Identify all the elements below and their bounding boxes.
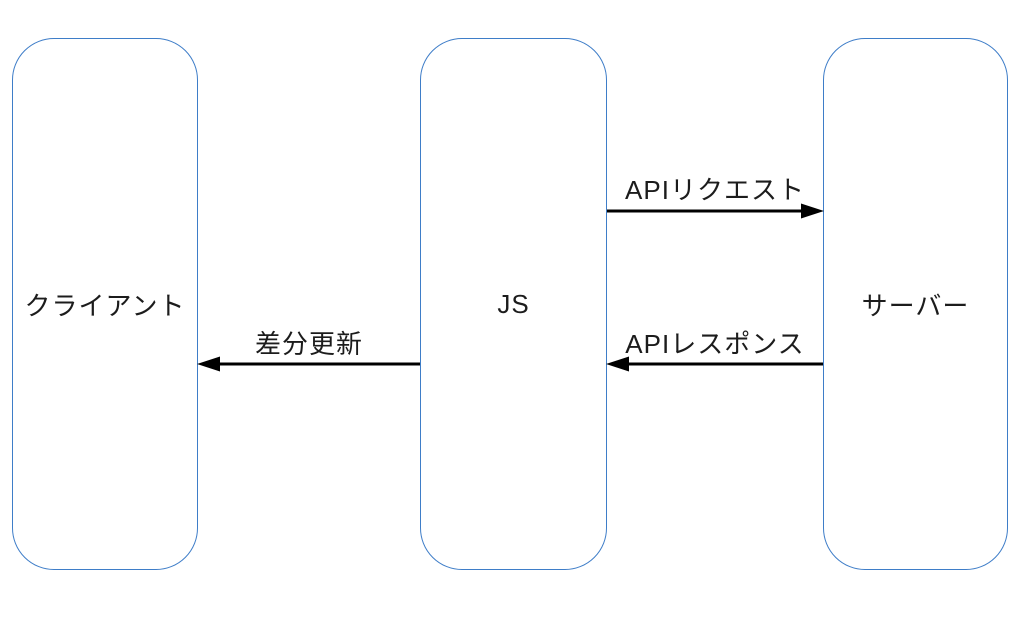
edge-label-api-request: APIリクエスト [625,175,805,205]
edge-label-diff-update: 差分更新 [254,329,363,359]
node-server-label: サーバー [861,290,970,321]
node-client-label: クライアント [24,290,186,321]
node-server: サーバー [823,38,1008,570]
node-js: JS [420,38,607,570]
node-client: クライアント [12,38,198,570]
edge-label-api-response: APIレスポンス [625,329,805,359]
node-js-label: JS [497,288,530,319]
